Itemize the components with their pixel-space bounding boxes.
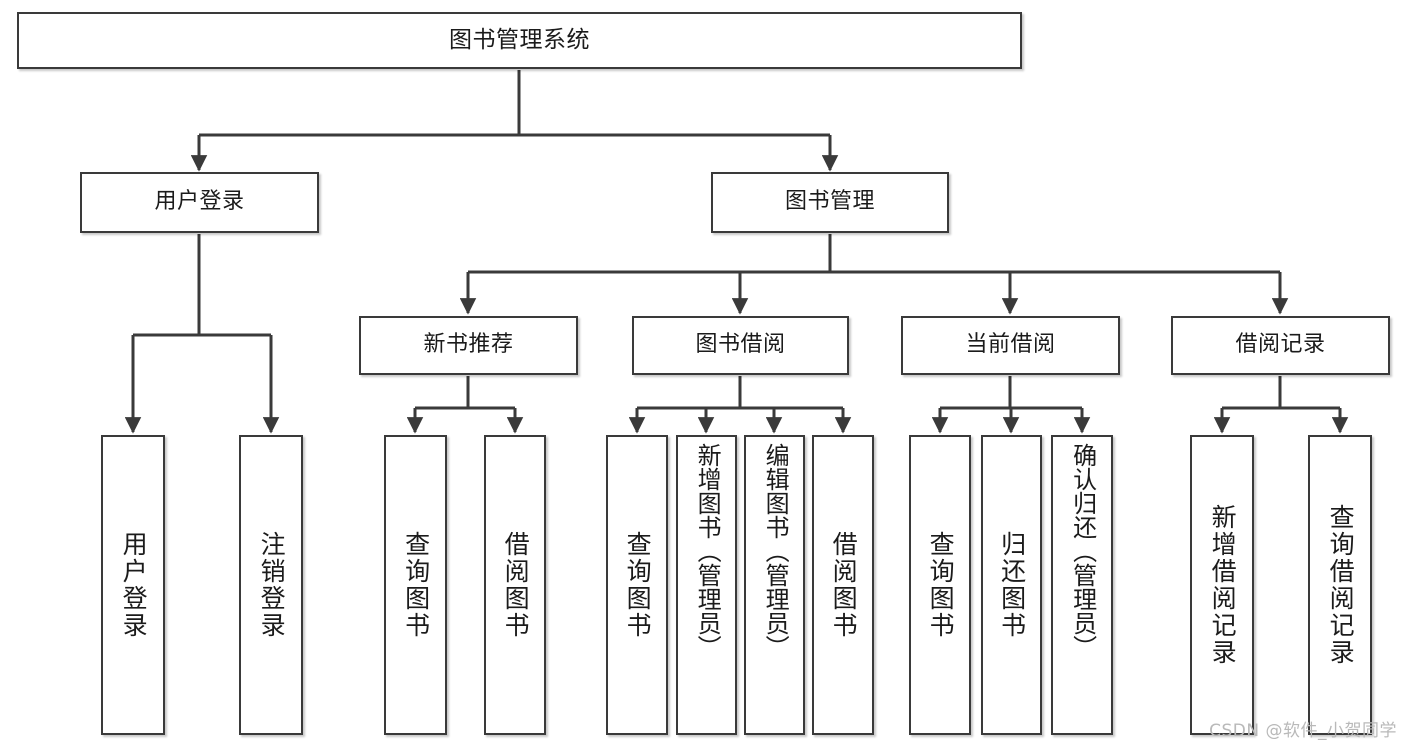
leaf-search-borrow-record[interactable]: 查询借阅记录	[1308, 435, 1372, 735]
leaf-search-book-1[interactable]: 查询图书	[384, 435, 447, 735]
node-current-borrow-label: 当前借阅	[965, 332, 1056, 358]
watermark: CSDN @软件_小贺同学	[1209, 721, 1397, 741]
node-book-borrow-label: 图书借阅	[695, 332, 786, 358]
leaf-confirm-return-admin[interactable]: 确认归还（管理员）	[1051, 435, 1113, 735]
leaf-search-book-2[interactable]: 查询图书	[606, 435, 668, 735]
leaf-logout[interactable]: 注销登录	[239, 435, 303, 735]
leaf-user-login-label: 用户登录	[119, 531, 149, 639]
leaf-borrow-book-2[interactable]: 借阅图书	[812, 435, 874, 735]
leaf-edit-book-admin[interactable]: 编辑图书（管理员）	[744, 435, 805, 735]
leaf-edit-book-admin-label: 编辑图书（管理员）	[761, 443, 790, 659]
node-book-borrow[interactable]: 图书借阅	[632, 316, 849, 375]
leaf-add-book-admin[interactable]: 新增图书（管理员）	[676, 435, 737, 735]
leaf-search-book-3[interactable]: 查询图书	[909, 435, 971, 735]
leaf-search-book-2-label: 查询图书	[623, 531, 653, 639]
node-book-management-label: 图书管理	[784, 189, 875, 215]
leaf-return-book[interactable]: 归还图书	[981, 435, 1042, 735]
node-user-login-label: 用户登录	[154, 189, 245, 215]
node-book-management[interactable]: 图书管理	[711, 172, 949, 233]
leaf-return-book-label: 归还图书	[997, 531, 1027, 639]
node-new-book-recommend-label: 新书推荐	[423, 332, 514, 358]
leaf-add-book-admin-label: 新增图书（管理员）	[693, 443, 722, 659]
leaf-search-borrow-record-label: 查询借阅记录	[1326, 504, 1356, 666]
leaf-confirm-return-admin-label: 确认归还（管理员）	[1068, 443, 1097, 659]
node-current-borrow[interactable]: 当前借阅	[901, 316, 1120, 375]
leaf-add-borrow-record[interactable]: 新增借阅记录	[1190, 435, 1254, 735]
leaf-search-book-1-label: 查询图书	[401, 531, 431, 639]
leaf-borrow-book-1-label: 借阅图书	[501, 531, 531, 639]
leaf-logout-label: 注销登录	[257, 531, 287, 639]
leaf-borrow-book-1[interactable]: 借阅图书	[484, 435, 546, 735]
node-root-label: 图书管理系统	[449, 27, 590, 54]
node-borrow-record[interactable]: 借阅记录	[1171, 316, 1390, 375]
node-new-book-recommend[interactable]: 新书推荐	[359, 316, 578, 375]
leaf-add-borrow-record-label: 新增借阅记录	[1208, 504, 1238, 666]
node-root[interactable]: 图书管理系统	[17, 12, 1022, 69]
node-user-login[interactable]: 用户登录	[80, 172, 319, 233]
leaf-user-login[interactable]: 用户登录	[101, 435, 165, 735]
node-borrow-record-label: 借阅记录	[1235, 332, 1326, 358]
leaf-borrow-book-2-label: 借阅图书	[829, 531, 859, 639]
leaf-search-book-3-label: 查询图书	[926, 531, 956, 639]
